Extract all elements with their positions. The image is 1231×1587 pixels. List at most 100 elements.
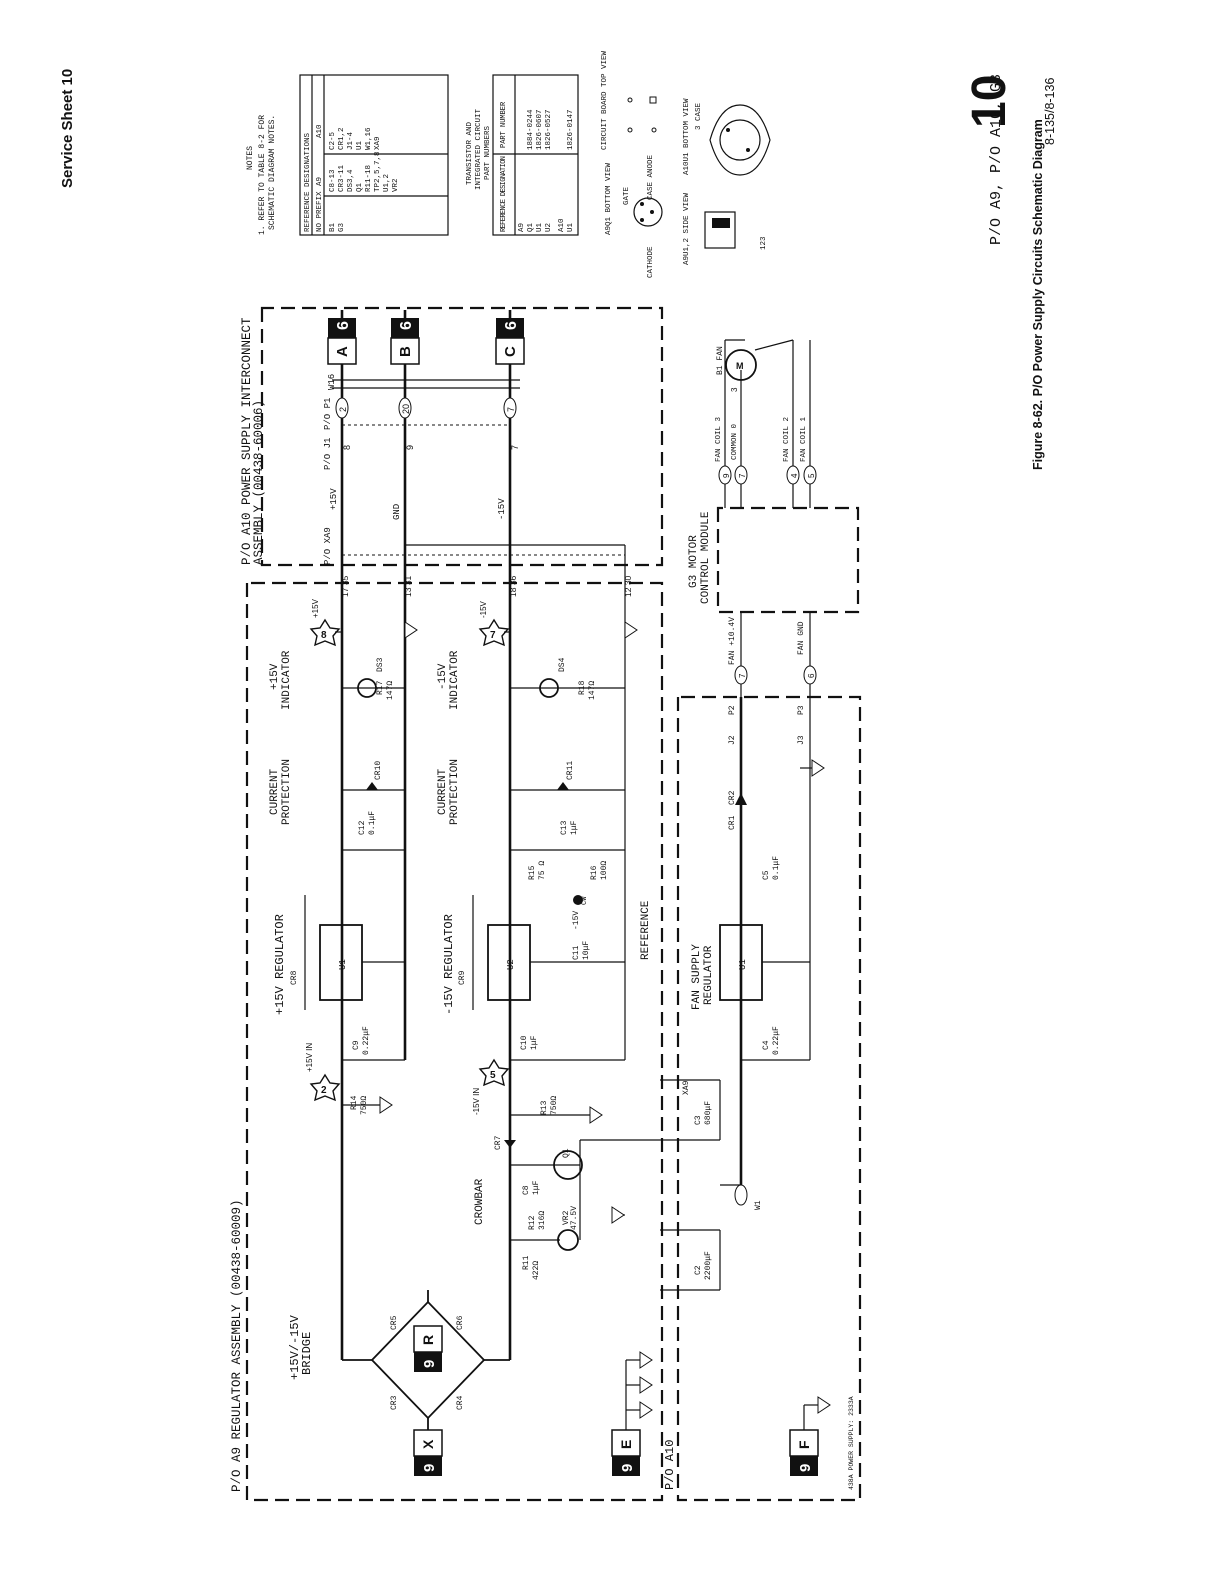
- svg-text:+15V IN: +15V IN: [305, 1043, 314, 1072]
- svg-text:CR5: CR5: [390, 1315, 399, 1330]
- svg-text:X: X: [420, 1439, 436, 1449]
- a9-boundary: [245, 581, 664, 1502]
- svg-text:A10: A10: [316, 124, 324, 138]
- connector-xa9: P/O XA9 17 35 13 31 18 36 12 30: [323, 527, 633, 597]
- svg-text:DS4: DS4: [558, 657, 567, 672]
- svg-text:1884-0244: 1884-0244: [527, 109, 535, 150]
- label-reg-neg: -15V REGULATOR: [442, 914, 456, 1015]
- svg-text:147Ω: 147Ω: [588, 681, 597, 700]
- svg-text:CR3: CR3: [390, 1395, 399, 1410]
- svg-text:FAN GND: FAN GND: [797, 621, 806, 655]
- svg-text:8: 8: [321, 630, 327, 641]
- svg-text:C9: C9: [352, 1040, 361, 1050]
- svg-text:CASE ANODE: CASE ANODE: [647, 154, 655, 200]
- svg-text:REFERENCE DESIGNATIONS: REFERENCE DESIGNATIONS: [304, 132, 312, 232]
- svg-text:G3: G3: [338, 222, 346, 232]
- svg-text:47.5V: 47.5V: [570, 1206, 579, 1230]
- svg-text:W16: W16: [327, 374, 337, 390]
- svg-text:J1-4: J1-4: [347, 131, 355, 150]
- a10-lower-boundary: [676, 695, 862, 1502]
- svg-text:W1,16: W1,16: [365, 127, 373, 150]
- output-connector-c: C 6: [495, 318, 525, 365]
- motor-module-title-1: G3 MOTOR: [688, 535, 700, 588]
- input-connector-e: E 9: [611, 1351, 653, 1476]
- svg-text:4: 4: [790, 473, 799, 478]
- label-cp-pos-1: CURRENT: [269, 768, 281, 815]
- xa9-lower-pins: XA9 C3 680μF C2 2200μF: [660, 1079, 721, 1291]
- svg-text:GND: GND: [392, 504, 402, 520]
- connector-j1-p1: P/O J1 P/O P1 8 9 7 +15V GND -15V: [323, 398, 520, 520]
- svg-text:C4: C4: [762, 1040, 771, 1050]
- svg-text:CATHODE: CATHODE: [647, 246, 655, 278]
- svg-text:-15V: -15V: [497, 498, 507, 520]
- svg-text:CR10: CR10: [374, 761, 383, 780]
- svg-text:PART NUMBER: PART NUMBER: [500, 101, 508, 148]
- svg-text:DS3,4: DS3,4: [347, 169, 355, 192]
- svg-text:+15V: +15V: [311, 598, 320, 618]
- svg-text:0.1μF: 0.1μF: [368, 811, 377, 835]
- svg-text:7: 7: [506, 407, 516, 412]
- circuit-board-view: CIRCUIT BOARD TOP VIEW: [601, 50, 657, 150]
- svg-text:422Ω: 422Ω: [532, 1261, 541, 1280]
- motor-control-module: [716, 506, 860, 614]
- reference-designations-table: REFERENCE DESIGNATIONS NO PREFIX A9 A10 …: [299, 74, 449, 236]
- svg-text:P3: P3: [797, 705, 806, 715]
- sheet-number-badge: 10: [963, 75, 1016, 128]
- svg-text:9: 9: [421, 1464, 438, 1472]
- svg-text:P/O P1: P/O P1: [323, 398, 333, 430]
- svg-text:REFERENCE DESIGNATION: REFERENCE DESIGNATION: [500, 156, 508, 232]
- svg-text:A: A: [334, 346, 351, 357]
- svg-text:CR11: CR11: [566, 761, 575, 780]
- svg-text:8: 8: [342, 445, 352, 450]
- svg-text:1μF: 1μF: [530, 1035, 539, 1050]
- svg-text:U1: U1: [356, 140, 364, 150]
- svg-text:18 36: 18 36: [508, 575, 518, 597]
- test-point-5: 5 -15V IN: [472, 1058, 510, 1115]
- svg-text:INTEGRATED CIRCUIT: INTEGRATED CIRCUIT: [475, 108, 483, 190]
- interconnect-wires: [332, 379, 520, 426]
- svg-text:6: 6: [503, 321, 520, 330]
- fan-motor-b1: M B1 FAN 3: [716, 346, 757, 392]
- svg-text:CR9: CR9: [458, 970, 467, 985]
- svg-text:C5: C5: [762, 870, 771, 880]
- service-sheet-label: Service Sheet 10: [59, 69, 76, 188]
- label-cp-neg-2: PROTECTION: [449, 759, 461, 825]
- a10-interconnect-boundary: [260, 306, 664, 567]
- svg-text:75 Ω: 75 Ω: [538, 861, 547, 880]
- label-crowbar: CROWBAR: [474, 1178, 486, 1225]
- svg-text:C10: C10: [520, 1035, 529, 1050]
- part-numbers-table: TRANSISTOR AND INTEGRATED CIRCUIT PART N…: [466, 74, 579, 236]
- svg-text:1. REFER TO TABLE 8-2 FOR: 1. REFER TO TABLE 8-2 FOR: [258, 115, 267, 235]
- svg-text:CR2: CR2: [728, 790, 737, 805]
- crowbar-circuit: Q1 CR7 R11 422Ω R12 316Ω C8 1μF VR2 47.5…: [494, 1096, 660, 1280]
- svg-text:Q1: Q1: [562, 1148, 571, 1158]
- svg-text:R14: R14: [350, 1095, 359, 1110]
- ground-symbols: [404, 621, 825, 777]
- svg-text:P/O XA9: P/O XA9: [323, 527, 333, 565]
- svg-text:CR6: CR6: [456, 1315, 465, 1330]
- svg-text:A9: A9: [316, 177, 324, 186]
- svg-text:R13: R13: [540, 1100, 549, 1115]
- svg-text:U1,2: U1,2: [383, 174, 391, 192]
- svg-text:147Ω: 147Ω: [386, 681, 395, 700]
- svg-text:12 30: 12 30: [623, 575, 633, 597]
- svg-text:CR4: CR4: [456, 1395, 465, 1410]
- svg-text:0.22μF: 0.22μF: [772, 1026, 781, 1055]
- a10-interconnect-title-1: P/O A10 POWER SUPPLY INTERCONNECT: [240, 317, 254, 565]
- svg-text:123: 123: [760, 236, 768, 250]
- svg-text:FAN COIL 2: FAN COIL 2: [783, 417, 791, 462]
- svg-text:9: 9: [619, 1464, 636, 1472]
- svg-text:1μF: 1μF: [532, 1180, 541, 1195]
- svg-text:6: 6: [335, 321, 352, 330]
- svg-text:J3: J3: [797, 735, 806, 745]
- svg-text:7: 7: [738, 473, 747, 478]
- test-point-7: 7 -15V: [478, 600, 510, 647]
- input-connector-x: X 9: [413, 1429, 443, 1476]
- svg-text:R15: R15: [528, 865, 537, 880]
- svg-text:C3: C3: [694, 1115, 703, 1125]
- svg-text:TRANSISTOR AND: TRANSISTOR AND: [466, 121, 474, 185]
- label-ind-neg-1: -15V: [437, 663, 449, 690]
- svg-text:U2: U2: [545, 223, 553, 232]
- svg-text:C12: C12: [358, 820, 367, 835]
